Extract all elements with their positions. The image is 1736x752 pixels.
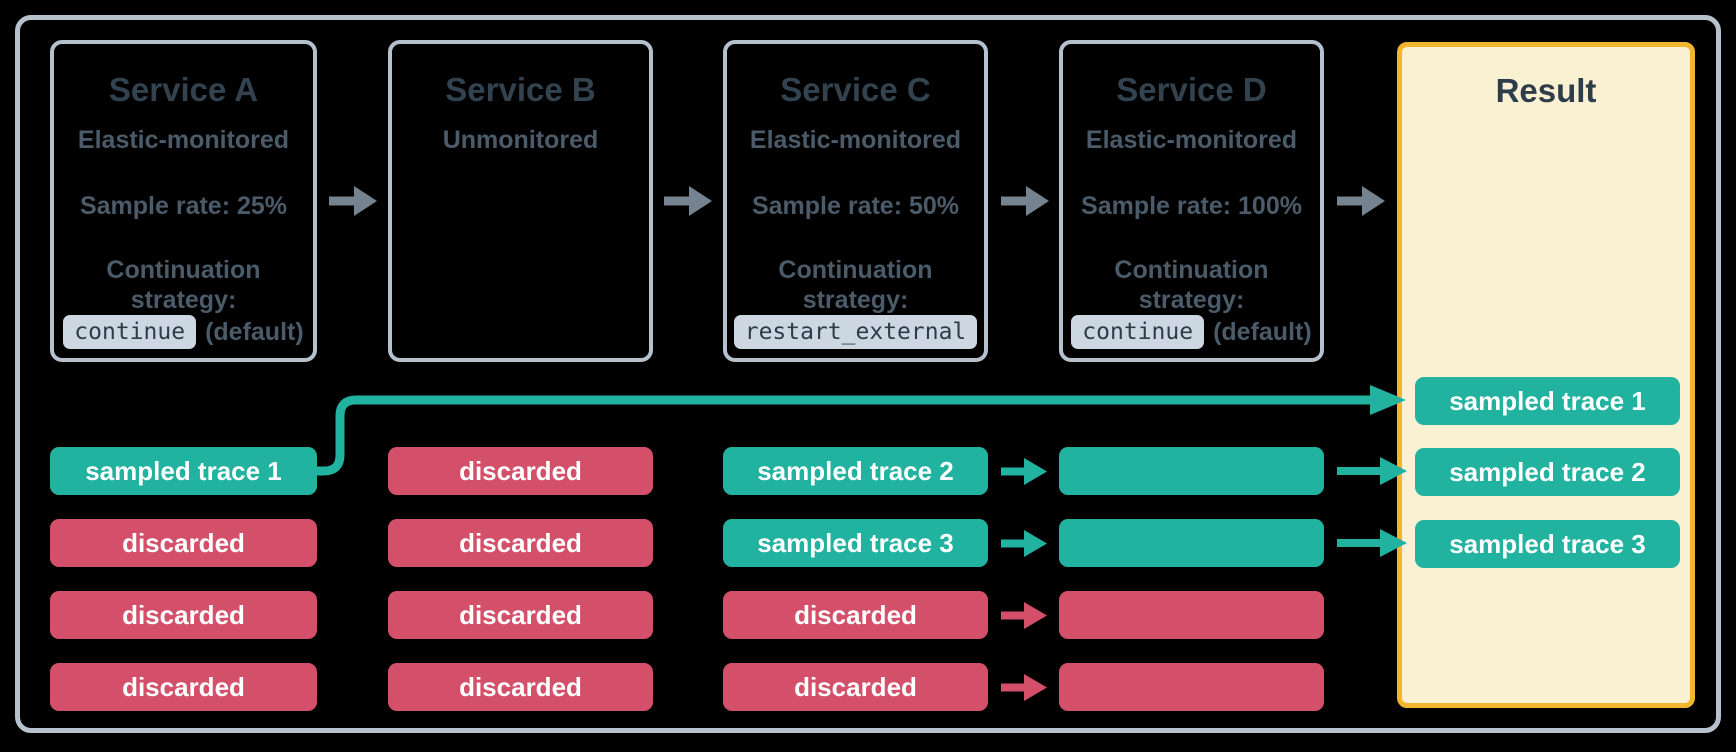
service-monitoring-label: Unmonitored: [442, 126, 599, 154]
trace-pill: discarded: [388, 591, 653, 639]
forward-arrow-icon: [1001, 458, 1047, 485]
strategy-label: strategy:: [802, 286, 909, 314]
service-title: Service D: [1116, 71, 1267, 108]
sample-rate-label: Sample rate: 50%: [751, 192, 960, 220]
forward-arrow-icon: [1001, 530, 1047, 557]
trace-pill: discarded: [50, 591, 317, 639]
continuation-label: Continuation: [1114, 256, 1269, 284]
flow-arrow-icon: [329, 185, 377, 217]
service-title: Service B: [445, 71, 596, 108]
trace-pill: sampled trace 2: [723, 447, 988, 495]
flow-arrow-icon: [664, 185, 712, 217]
trace-pill: sampled trace 3: [723, 519, 988, 567]
service-box-a: Service A Elastic-monitored Sample rate:…: [50, 40, 317, 362]
trace-pill: [1059, 591, 1324, 639]
forward-arrow-icon: [1001, 602, 1047, 629]
sample-rate-label: Sample rate: 25%: [79, 192, 288, 220]
service-box-c: Service C Elastic-monitored Sample rate:…: [723, 40, 988, 362]
trace-pill: discarded: [388, 663, 653, 711]
service-title: Service C: [780, 71, 931, 108]
result-title: Result: [1495, 72, 1597, 109]
sample-rate-label: Sample rate: 100%: [1081, 192, 1302, 220]
strategy-chip: continue: [1071, 315, 1205, 349]
trace-pill: discarded: [388, 519, 653, 567]
strategy-chip-row: continue (default): [1063, 315, 1320, 349]
service-monitoring-label: Elastic-monitored: [1085, 126, 1298, 154]
result-box: Result: [1397, 42, 1695, 708]
strategy-chip: restart_external: [733, 315, 978, 349]
service-title: Service A: [108, 71, 259, 108]
flow-arrow-icon: [1337, 185, 1385, 217]
service-box-d: Service D Elastic-monitored Sample rate:…: [1059, 40, 1324, 362]
strategy-chip: continue: [63, 315, 197, 349]
strategy-label: strategy:: [130, 286, 237, 314]
forward-arrow-icon: [1001, 674, 1047, 701]
strategy-chip-row: restart_external: [727, 315, 984, 349]
strategy-label: strategy:: [1138, 286, 1245, 314]
trace-pill: discarded: [723, 591, 988, 639]
outer-frame: [15, 15, 1721, 733]
continuation-label: Continuation: [106, 256, 261, 284]
trace-pill: [1059, 663, 1324, 711]
service-monitoring-label: Elastic-monitored: [749, 126, 962, 154]
forward-arrow-icon: [1337, 529, 1407, 557]
trace-pill: discarded: [50, 519, 317, 567]
trace-pill: [1059, 447, 1324, 495]
continuation-label: Continuation: [778, 256, 933, 284]
trace-pill: discarded: [388, 447, 653, 495]
service-monitoring-label: Elastic-monitored: [77, 126, 290, 154]
chip-default-note: (default): [205, 317, 304, 346]
strategy-chip-row: continue (default): [54, 315, 313, 349]
forward-arrow-icon: [1337, 457, 1407, 485]
result-trace-pill: sampled trace 1: [1415, 377, 1680, 425]
chip-default-note: (default): [1213, 317, 1312, 346]
result-trace-pill: sampled trace 2: [1415, 448, 1680, 496]
flow-arrow-icon: [1001, 185, 1049, 217]
trace-pill: discarded: [723, 663, 988, 711]
result-trace-pill: sampled trace 3: [1415, 520, 1680, 568]
service-box-b: Service B Unmonitored: [388, 40, 653, 362]
trace-pill: sampled trace 1: [50, 447, 317, 495]
trace-pill: [1059, 519, 1324, 567]
trace-pill: discarded: [50, 663, 317, 711]
